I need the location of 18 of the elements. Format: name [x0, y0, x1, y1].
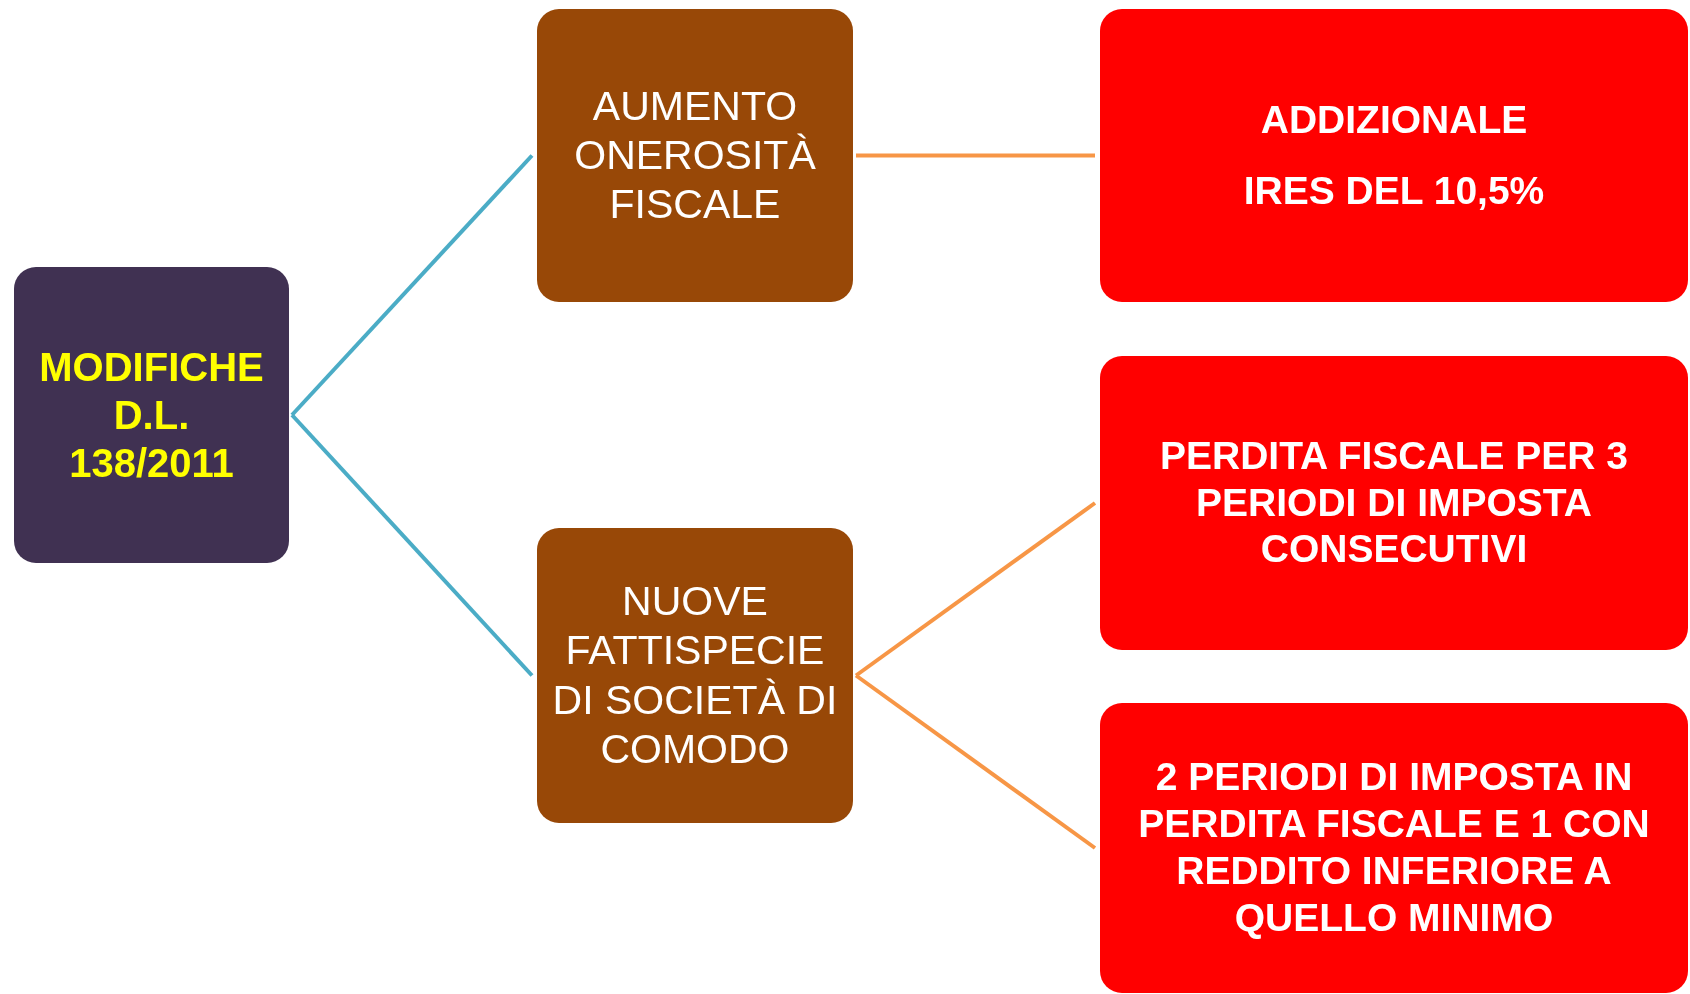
- detail-box: [1100, 703, 1688, 993]
- category-box: [537, 528, 853, 823]
- connector-line: [854, 673, 1097, 850]
- category-box: [537, 9, 853, 302]
- box-text: PERDITA FISCALE PER 3 PERIODI DI IMPOSTA CONSECUTIVI: [1158, 432, 1630, 573]
- connector-line: [854, 501, 1097, 678]
- topic-box: [14, 267, 289, 563]
- detail-box: [1100, 356, 1688, 650]
- box-text: ADDIZIONALE: [1260, 96, 1528, 143]
- detail-box: [1100, 9, 1688, 302]
- connector-line: [290, 154, 534, 417]
- box-text: MODIFICHE D.L. 138/2011: [38, 344, 265, 487]
- box-text: IRES DEL 10,5%: [1243, 167, 1545, 214]
- box-text: 2 PERIODI DI IMPOSTA IN PERDITA FISCALE E 1 CON REDDITO INFERIORE A QUELLO MINIMO: [1137, 754, 1651, 941]
- box-text: NUOVE FATTISPECIE DI SOCIETÀ DI COMODO: [551, 577, 839, 774]
- connector-line: [856, 153, 1095, 158]
- connector-line: [290, 413, 534, 677]
- box-text: AUMENTO ONEROSITÀ FISCALE: [573, 81, 817, 230]
